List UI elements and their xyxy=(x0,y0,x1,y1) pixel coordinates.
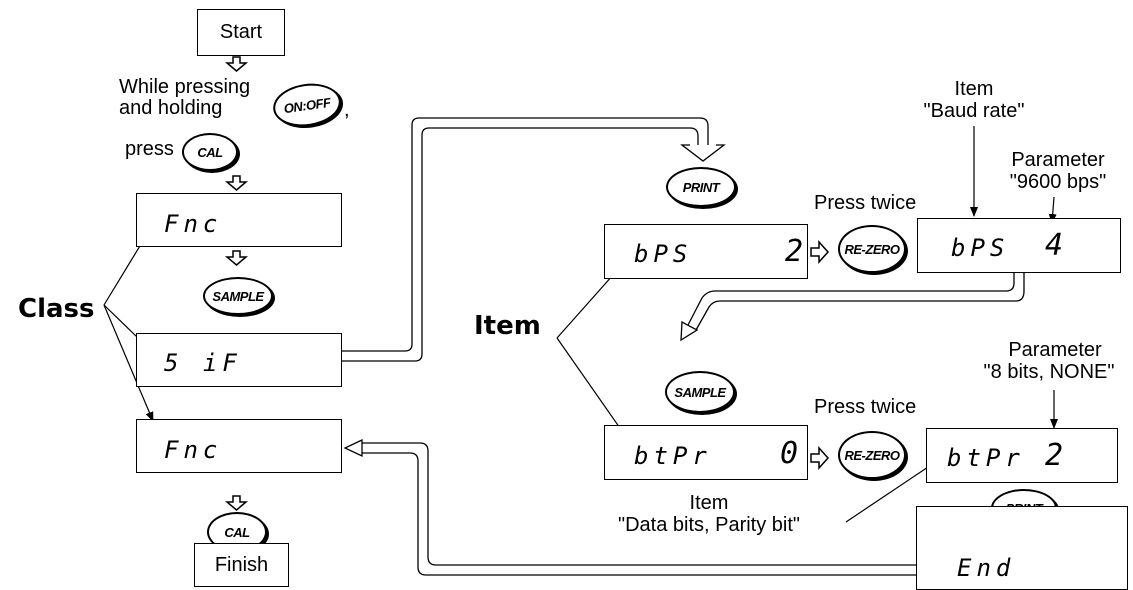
re-zero-button-label: RE-ZERO xyxy=(844,447,901,463)
finish-box: Finish xyxy=(194,543,289,587)
display-text: End xyxy=(957,554,1016,582)
press-twice-top: Press twice xyxy=(814,192,917,214)
parameter-8bits-title: Parameter xyxy=(1008,339,1102,361)
display-param-digit: 4 xyxy=(1045,228,1064,263)
display-text: Fnc xyxy=(164,210,223,238)
finish-label: Finish xyxy=(214,553,269,576)
sample-button-label: SAMPLE xyxy=(674,384,726,400)
parameter-9600-title: Parameter xyxy=(1011,149,1105,171)
cal-button-label: CAL xyxy=(224,524,250,540)
cal-button-top[interactable]: CAL xyxy=(182,133,238,171)
instruction-line2: and holding xyxy=(119,97,223,119)
display-fnc-top: Fnc xyxy=(136,193,342,247)
item-baud-rate-name: "Baud rate" xyxy=(923,100,1025,122)
display-bps-before: bPS 2 xyxy=(604,224,808,279)
start-box: Start xyxy=(197,9,285,56)
item-baud-rate-title: Item xyxy=(954,78,994,100)
display-fnc-bottom: Fnc xyxy=(136,419,342,473)
route-lines xyxy=(342,117,1033,576)
press-twice-bottom: Press twice xyxy=(814,396,917,418)
flow-down-arrows xyxy=(224,56,249,511)
parameter-9600-value: "9600 bps" xyxy=(1009,171,1107,193)
display-param-digit: 2 xyxy=(1045,438,1064,473)
display-end: End xyxy=(916,506,1128,590)
display-bps-after: bPS 4 xyxy=(917,218,1121,273)
sample-button-label: SAMPLE xyxy=(212,288,264,304)
parameter-8bits-value: "8 bits, NONE" xyxy=(983,361,1115,383)
re-zero-button-top[interactable]: RE-ZERO xyxy=(838,225,906,273)
re-zero-button-bottom[interactable]: RE-ZERO xyxy=(838,431,906,479)
cal-button-label: CAL xyxy=(197,144,223,160)
display-item-text: bPS xyxy=(951,234,1010,262)
start-label: Start xyxy=(219,21,263,43)
re-zero-button-label: RE-ZERO xyxy=(844,241,901,257)
item-label: Item xyxy=(474,311,541,341)
display-item-text: bPS xyxy=(634,240,693,268)
instruction-line1: While pressing xyxy=(119,76,251,98)
item-databits-title: Item xyxy=(689,492,729,514)
display-sif: 5 iF xyxy=(136,333,342,387)
display-param-digit: 2 xyxy=(785,234,804,269)
class-label: Class xyxy=(18,294,95,324)
sample-button-left[interactable]: SAMPLE xyxy=(203,277,273,315)
print-button-top[interactable]: PRINT xyxy=(666,167,736,207)
sample-button-right[interactable]: SAMPLE xyxy=(665,371,735,413)
display-btpr-after: btPr 2 xyxy=(926,428,1118,483)
display-text: 5 iF xyxy=(164,349,242,377)
display-item-text: btPr xyxy=(947,444,1025,472)
display-item-text: btPr xyxy=(634,442,712,470)
instruction-press: press xyxy=(125,138,174,160)
instruction-comma: , xyxy=(344,99,350,121)
flow-right-arrows xyxy=(810,240,830,470)
display-text: Fnc xyxy=(164,436,223,464)
print-button-label: PRINT xyxy=(682,179,720,195)
on-off-button-label: ON:OFF xyxy=(282,94,332,116)
display-param-digit: 0 xyxy=(780,436,799,471)
display-btpr-before: btPr 0 xyxy=(604,425,808,480)
item-databits-name: "Data bits, Parity bit" xyxy=(617,514,801,536)
